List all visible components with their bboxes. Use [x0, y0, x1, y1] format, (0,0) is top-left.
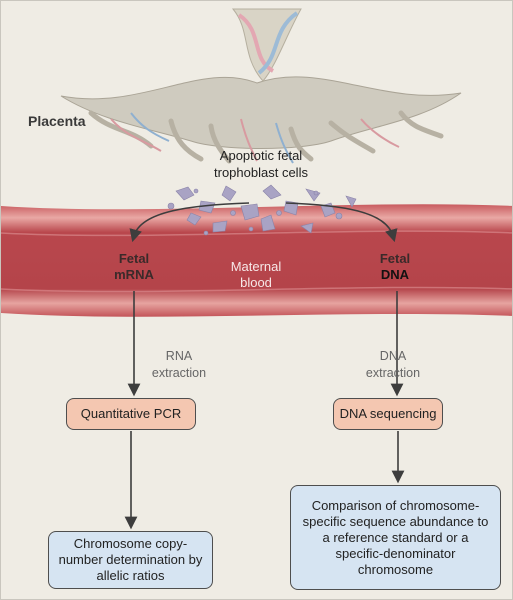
placenta-tissue: [60, 8, 462, 164]
maternal-blood-label: Maternal blood: [211, 259, 301, 291]
maternal-blood-vessel: [1, 204, 512, 317]
copy-number-box: Chromosome copy-number determination by …: [48, 531, 213, 589]
dna-sequencing-box: DNA sequencing: [333, 398, 443, 430]
dna-extraction-label: DNA extraction: [353, 348, 433, 382]
apoptotic-cells-line1: Apoptotic fetal: [219, 148, 303, 163]
cell-fragments: [167, 184, 357, 236]
maternal-blood-line1: Maternal: [230, 259, 282, 274]
apoptotic-cells-line2: trophoblast cells: [214, 165, 308, 180]
quantitative-pcr-box: Quantitative PCR: [66, 398, 196, 430]
maternal-blood-line2: blood: [240, 275, 272, 290]
dna-extraction-line2: extraction: [365, 366, 421, 380]
fetal-mrna-line1: Fetal: [118, 251, 150, 266]
rna-extraction-line1: RNA: [165, 349, 193, 363]
comparison-box: Comparison of chromosome-specific sequen…: [290, 485, 501, 590]
placenta-label: Placenta: [28, 113, 86, 129]
apoptotic-cells-label: Apoptotic fetal trophoblast cells: [191, 147, 331, 181]
fetal-dna-line1: Fetal: [379, 251, 411, 266]
rna-extraction-label: RNA extraction: [139, 348, 219, 382]
fetal-mrna-label: Fetal mRNA: [109, 251, 159, 283]
arrow-to-fetal-mrna: [129, 202, 250, 243]
fetal-dna-line2: DNA: [380, 267, 410, 282]
flow-arrows: [124, 202, 405, 530]
dna-extraction-line1: DNA: [379, 349, 407, 363]
arrow-to-fetal-dna: [285, 202, 398, 243]
rna-extraction-line2: extraction: [151, 366, 207, 380]
fetal-dna-label: Fetal DNA: [371, 251, 419, 283]
fetal-mrna-line2: mRNA: [114, 267, 154, 282]
